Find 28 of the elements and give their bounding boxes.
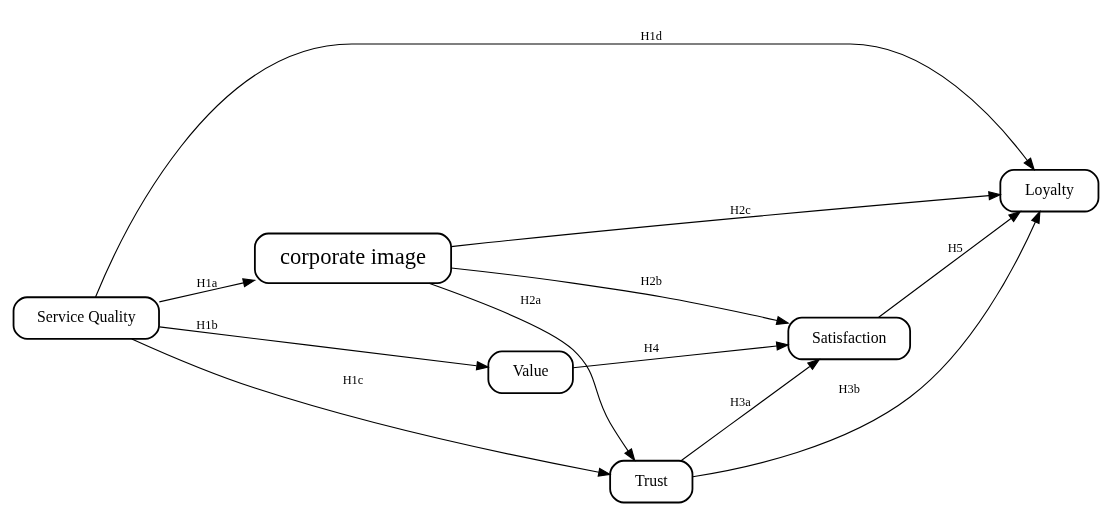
node-box: Loyalty [999,168,1100,212]
edge-label: H3a [730,394,751,409]
edge-label: H1b [196,317,218,332]
edge-label: H5 [947,240,963,255]
node-box: Satisfaction [787,316,911,360]
arrow [680,358,821,461]
arrow [878,210,1022,318]
arrow [450,190,1002,247]
edge-label: H1a [196,275,218,290]
arrow [158,325,490,370]
edge-label: H1d [640,28,662,43]
edge-label: H1c [342,372,364,387]
node-box: Trust [609,459,694,503]
arrow [95,42,1036,298]
edge-label: H4 [643,340,659,355]
node-box: Service Quality [12,295,160,340]
node-box: Value [487,349,574,394]
arrow [131,337,612,477]
edge-label: H2c [730,202,751,217]
edge-label: H2b [640,273,662,288]
node-box: corporate image [254,232,452,284]
arrow [572,340,790,368]
arrow [158,277,257,302]
arrow [692,209,1041,477]
arrow [450,266,790,325]
edge-label: H2a [520,292,541,307]
arrow [428,282,636,462]
edge-label: H3b [838,381,860,396]
